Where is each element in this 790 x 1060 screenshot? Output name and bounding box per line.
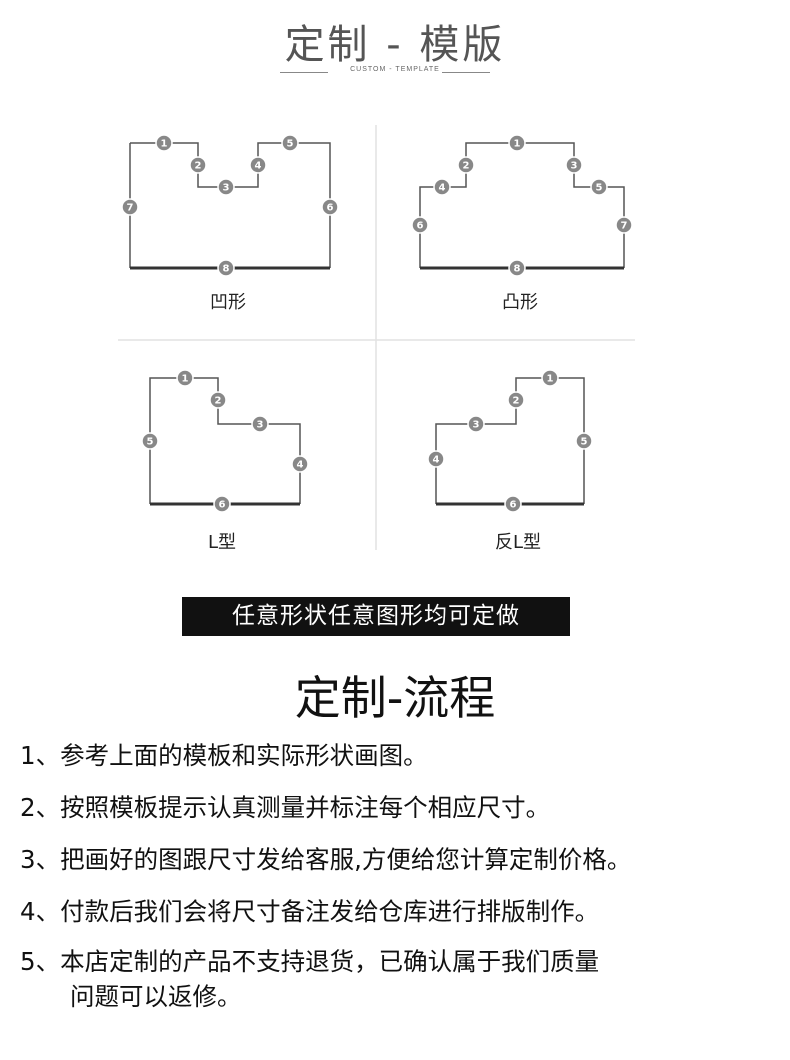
step-item: 4、付款后我们会将尺寸备注发给仓库进行排版制作。 [20, 894, 780, 929]
marker-4: 4 [433, 178, 451, 196]
process-steps: 1、参考上面的模板和实际形状画图。 2、按照模板提示认真测量并标注每个相应尺寸。… [20, 738, 780, 1031]
svg-text:6: 6 [219, 500, 226, 511]
header: 定制 - 模版 CUSTOM - TEMPLATE [0, 0, 790, 90]
svg-text:6: 6 [327, 203, 334, 214]
marker-4: 4 [291, 455, 309, 473]
measurement-markers: 1 2 3 4 5 6 7 8 1 2 3 4 5 6 7 8 1 2 3 4 5 6 1 2 3 4 5 6 [121, 134, 633, 513]
marker-5: 5 [575, 432, 593, 450]
subtitle-line-left [280, 72, 328, 73]
shape-label-concave: 凹形 [210, 292, 246, 313]
marker-3: 3 [217, 178, 235, 196]
svg-text:2: 2 [513, 396, 520, 407]
svg-text:4: 4 [439, 183, 446, 194]
marker-2: 2 [189, 156, 207, 174]
step-text-continued: 问题可以返修。 [70, 982, 242, 1011]
convex-shape-diagram [419, 142, 625, 270]
marker-2: 2 [507, 391, 525, 409]
marker-7: 7 [615, 216, 633, 234]
svg-text:2: 2 [215, 396, 222, 407]
template-diagrams: 1 2 3 4 5 6 7 8 1 2 3 4 5 6 7 8 1 2 3 4 5 6 1 2 3 4 5 6 [118, 125, 635, 550]
marker-1: 1 [508, 134, 526, 152]
svg-text:3: 3 [223, 183, 230, 194]
step-number: 2、 [20, 793, 61, 822]
svg-text:4: 4 [297, 460, 304, 471]
svg-text:2: 2 [195, 161, 202, 172]
marker-1: 1 [155, 134, 173, 152]
step-number: 1、 [20, 741, 61, 770]
subtitle-line-right [442, 72, 490, 73]
svg-text:4: 4 [255, 161, 262, 172]
svg-text:5: 5 [596, 183, 603, 194]
step-item: 5、本店定制的产品不支持退货，已确认属于我们质量 问题可以返修。 [20, 944, 780, 1014]
marker-4: 4 [249, 156, 267, 174]
page-title: 定制 - 模版 [284, 22, 506, 68]
step-number: 5、 [20, 947, 61, 976]
marker-6: 6 [411, 216, 429, 234]
svg-text:1: 1 [514, 139, 521, 150]
svg-text:3: 3 [571, 161, 578, 172]
marker-2: 2 [209, 391, 227, 409]
svg-text:1: 1 [547, 374, 554, 385]
svg-text:3: 3 [473, 420, 480, 431]
step-text: 按照模板提示认真测量并标注每个相应尺寸。 [60, 793, 551, 822]
step-item: 1、参考上面的模板和实际形状画图。 [20, 738, 780, 773]
svg-text:1: 1 [182, 374, 189, 385]
process-title: 定制-流程 [294, 671, 496, 725]
marker-5: 5 [281, 134, 299, 152]
marker-5: 5 [590, 178, 608, 196]
concave-shape-diagram [129, 142, 331, 270]
step-item: 3、把画好的图跟尺寸发给客服,方便给您计算定制价格。 [20, 842, 780, 877]
marker-6: 6 [504, 495, 522, 513]
svg-text:7: 7 [621, 221, 628, 232]
shape-label-convex: 凸形 [502, 292, 538, 313]
template-grid: 1 2 3 4 5 6 7 8 1 2 3 4 5 6 7 8 1 2 3 4 5 6 1 2 3 4 5 6 凹形 凸形 L型 反L… [0, 100, 790, 580]
svg-text:8: 8 [514, 264, 521, 275]
marker-8: 8 [508, 259, 526, 277]
step-text: 本店定制的产品不支持退货，已确认属于我们质量 [60, 947, 600, 976]
marker-4: 4 [427, 450, 445, 468]
marker-5: 5 [141, 432, 159, 450]
svg-text:4: 4 [433, 455, 440, 466]
marker-7: 7 [121, 198, 139, 216]
svg-text:6: 6 [417, 221, 424, 232]
svg-text:5: 5 [581, 437, 588, 448]
marker-3: 3 [251, 415, 269, 433]
svg-text:5: 5 [147, 437, 154, 448]
step-text: 付款后我们会将尺寸备注发给仓库进行排版制作。 [60, 897, 600, 926]
svg-text:6: 6 [510, 500, 517, 511]
step-text: 参考上面的模板和实际形状画图。 [60, 741, 428, 770]
marker-6: 6 [213, 495, 231, 513]
marker-2: 2 [457, 156, 475, 174]
page-subtitle: CUSTOM - TEMPLATE [350, 66, 440, 73]
svg-text:7: 7 [127, 203, 134, 214]
marker-1: 1 [176, 369, 194, 387]
marker-3: 3 [565, 156, 583, 174]
step-item: 2、按照模板提示认真测量并标注每个相应尺寸。 [20, 790, 780, 825]
marker-8: 8 [217, 259, 235, 277]
step-number: 4、 [20, 897, 61, 926]
step-number: 3、 [20, 845, 61, 874]
svg-text:2: 2 [463, 161, 470, 172]
svg-text:3: 3 [257, 420, 264, 431]
shape-label-reverse-l: 反L型 [494, 532, 542, 553]
marker-6: 6 [321, 198, 339, 216]
svg-text:8: 8 [223, 264, 230, 275]
step-text: 把画好的图跟尺寸发给客服,方便给您计算定制价格。 [60, 845, 632, 874]
custom-shape-banner: 任意形状任意图形均可定做 [182, 597, 570, 636]
marker-1: 1 [541, 369, 559, 387]
svg-text:5: 5 [287, 139, 294, 150]
shape-label-l: L型 [207, 532, 237, 553]
marker-3: 3 [467, 415, 485, 433]
svg-text:1: 1 [161, 139, 168, 150]
